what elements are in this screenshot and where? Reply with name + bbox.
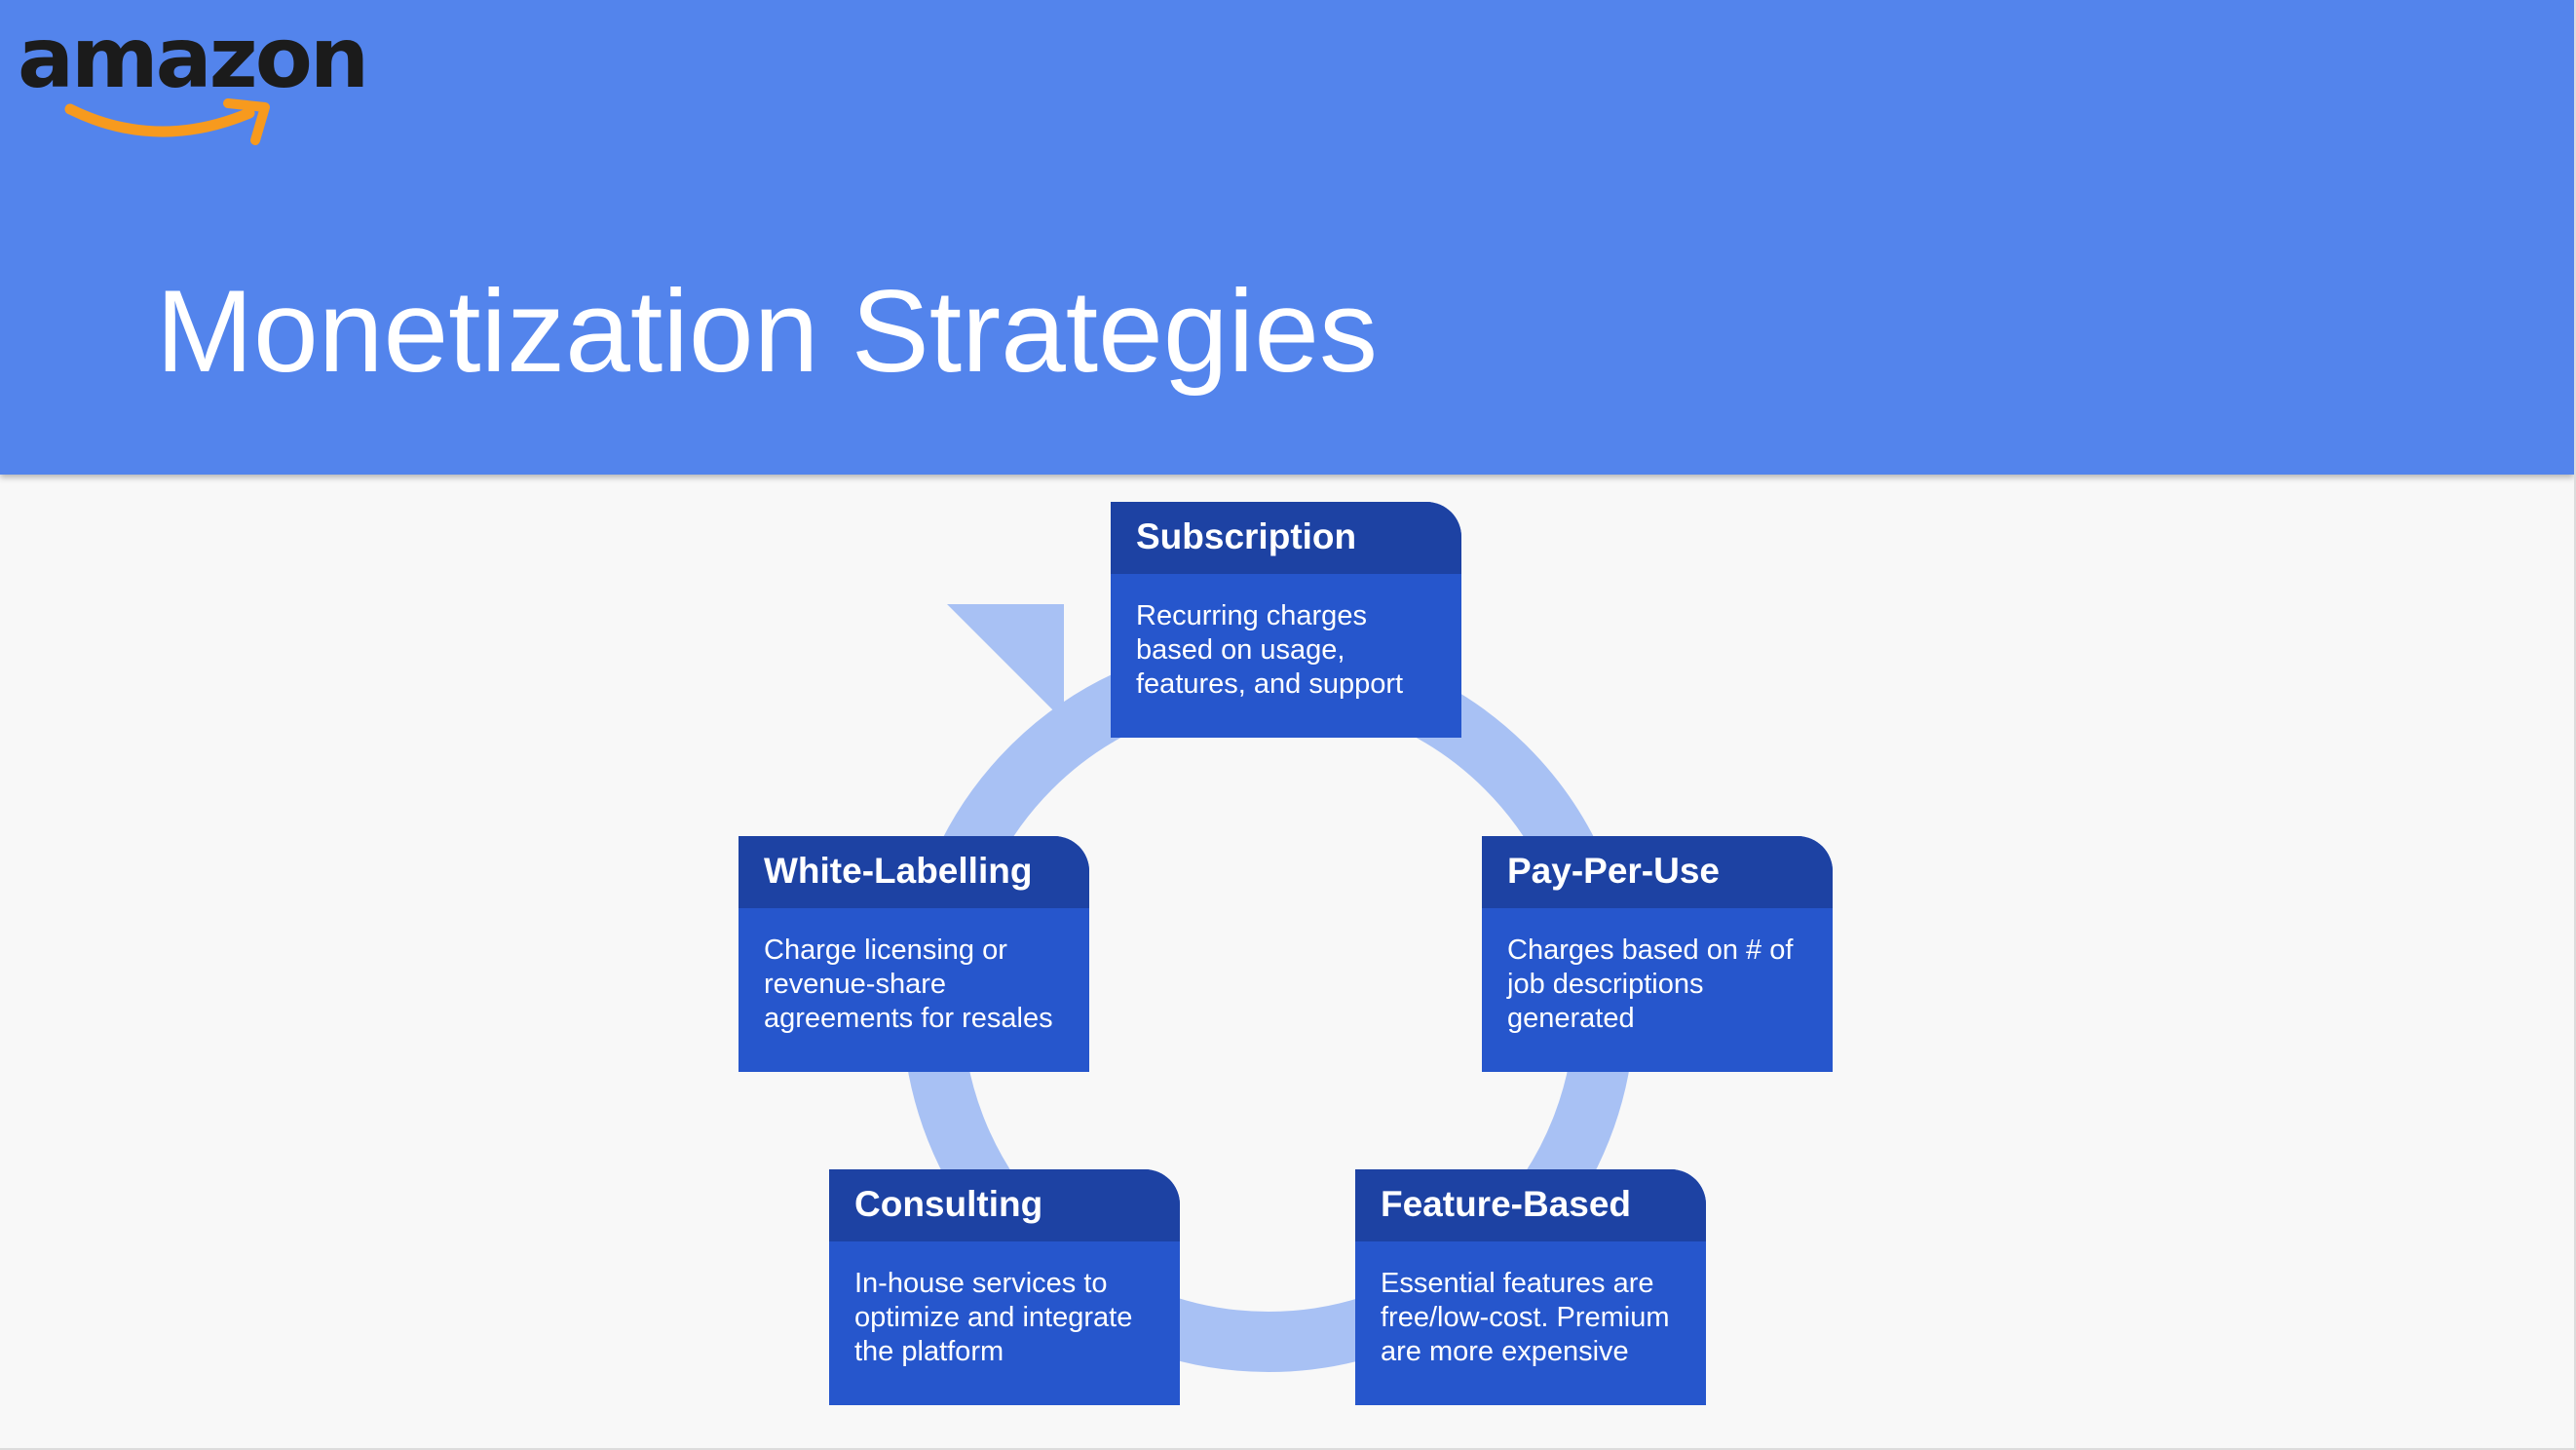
card-pay-per-use: Pay-Per-Use Charges based on # of job de… <box>1482 836 1833 1072</box>
card-title: Feature-Based <box>1381 1184 1632 1224</box>
page-title: Monetization Strategies <box>156 266 1379 397</box>
card-title: Subscription <box>1136 516 1357 556</box>
amazon-logo: amazon <box>18 10 378 145</box>
card-header: Pay-Per-Use <box>1482 836 1833 908</box>
card-header: Consulting <box>829 1169 1180 1241</box>
card-header: White-Labelling <box>739 836 1089 908</box>
card-description: Recurring charges based on usage, featur… <box>1136 600 1404 700</box>
card-description: Charges based on # of job descriptions g… <box>1507 935 1794 1034</box>
card-description: Essential features are free/low-cost. Pr… <box>1381 1268 1670 1367</box>
card-description: Charge licensing or revenue-share agreem… <box>764 935 1053 1034</box>
card-subscription: Subscription Recurring charges based on … <box>1111 502 1461 738</box>
card-header: Feature-Based <box>1355 1169 1706 1241</box>
card-title: Pay-Per-Use <box>1507 851 1721 891</box>
card-title: White-Labelling <box>764 851 1033 891</box>
card-consulting: Consulting In-house services to optimize… <box>829 1169 1180 1405</box>
card-feature-based: Feature-Based Essential features are fre… <box>1355 1169 1706 1405</box>
card-title: Consulting <box>854 1184 1043 1224</box>
card-white-labelling: White-Labelling Charge licensing or reve… <box>739 836 1089 1072</box>
logo-wordmark: amazon <box>18 10 369 107</box>
card-header: Subscription <box>1111 502 1461 574</box>
cycle-arrowhead-icon <box>947 604 1064 721</box>
smile-arrow-icon <box>64 98 270 145</box>
card-description: In-house services to optimize and integr… <box>854 1268 1133 1367</box>
header-band: amazon Monetization Strategies <box>0 0 2574 475</box>
